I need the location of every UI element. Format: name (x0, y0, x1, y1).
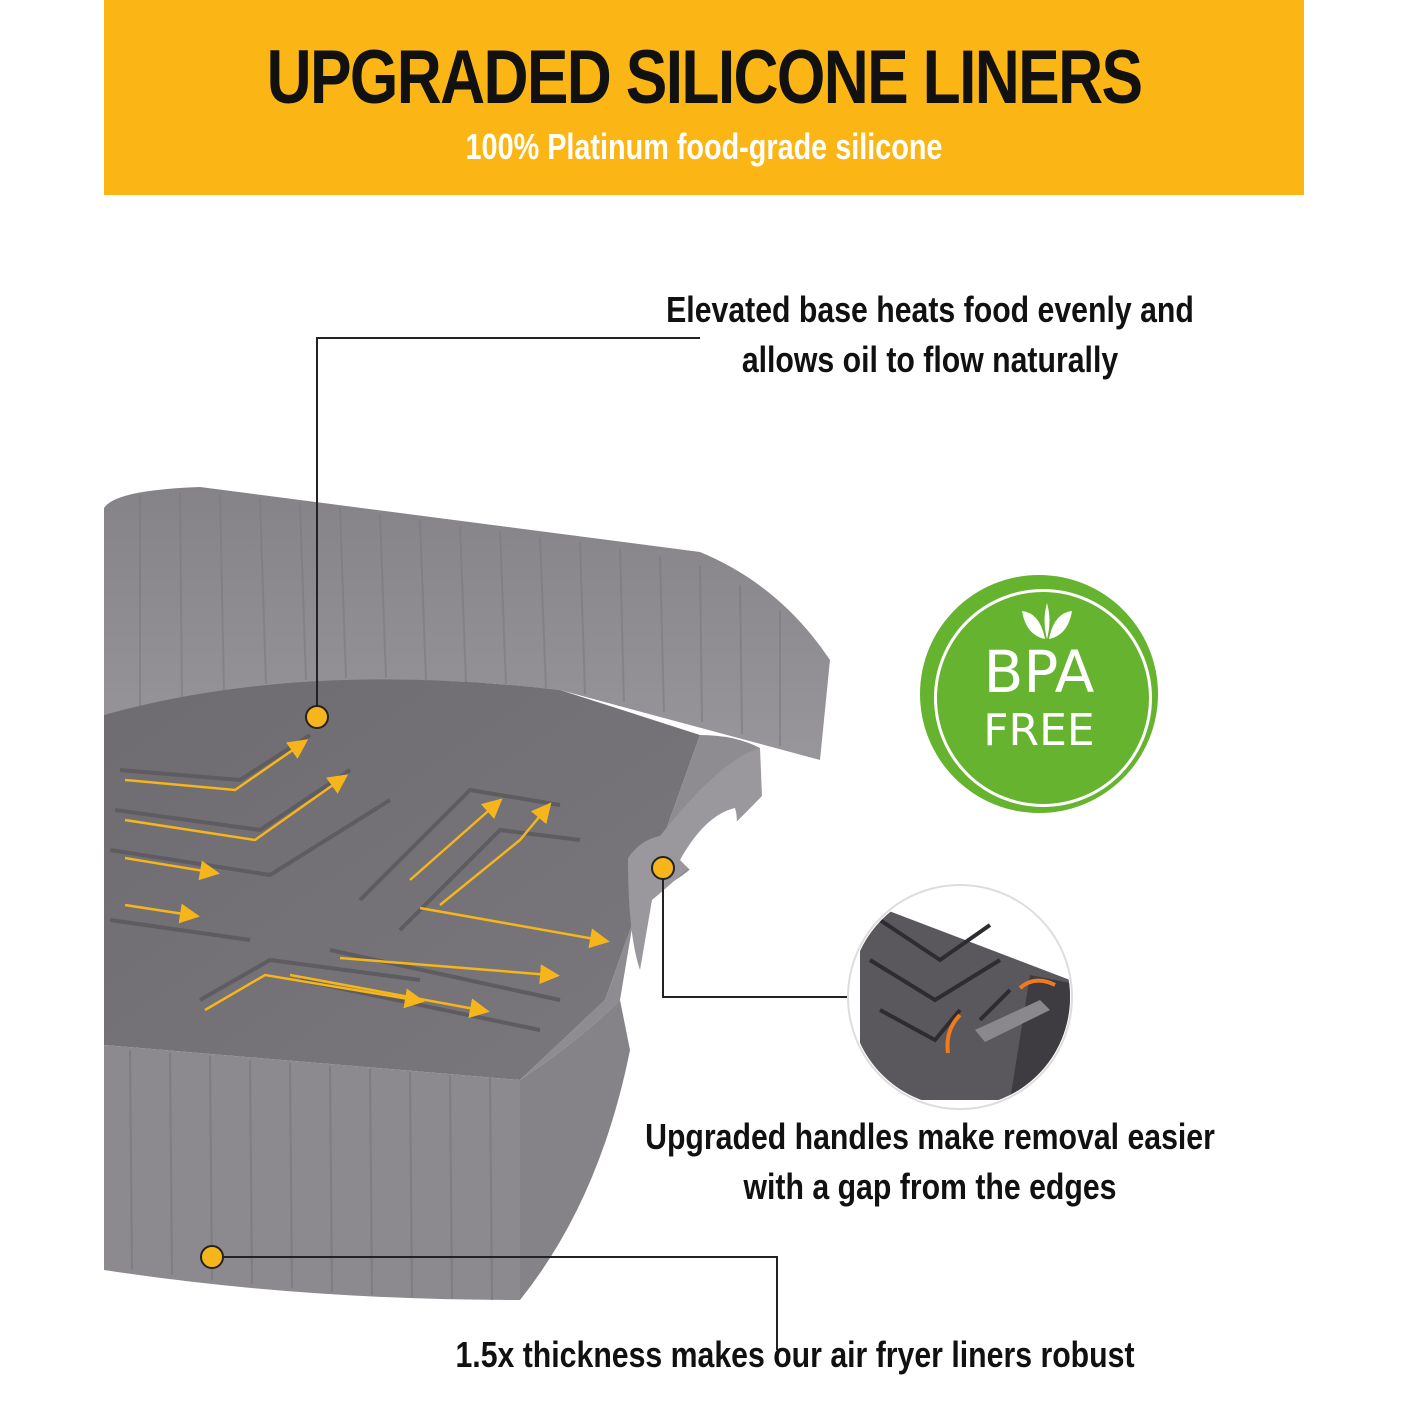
callout-base-line-2: allows oil to flow naturally (741, 339, 1119, 381)
callout-thickness: 1.5x thickness makes our air fryer liner… (455, 1334, 1135, 1375)
callout-elevated-base: Elevated base heats food evenly and allo… (619, 285, 1241, 386)
banner-title: UPGRADED SILICONE LINERS (266, 35, 1143, 120)
front-ridges (129, 1049, 493, 1301)
handle-hole (680, 808, 737, 880)
callout-handles-line-1: Upgraded handles make removal easier (645, 1116, 1215, 1157)
liner-front-wall (104, 1045, 520, 1300)
liner-back-wall (104, 487, 830, 760)
callout-handles-line-2: with a gap from the edges (743, 1166, 1117, 1208)
marker-dot-thickness (200, 1245, 224, 1269)
handle-detail-inset (847, 884, 1073, 1110)
leaf-icon (1022, 603, 1072, 639)
badge-fill: BPA FREE (920, 575, 1158, 813)
rim-ridges (139, 491, 781, 746)
floor-channels (109, 733, 581, 1032)
header-banner: UPGRADED SILICONE LINERS 100% Platinum f… (104, 0, 1304, 195)
leader-lines (212, 337, 850, 1350)
flow-arrows (124, 739, 610, 1019)
callout-base-line-1: Elevated base heats food evenly and (666, 289, 1194, 330)
bpa-free-badge: BPA FREE (912, 567, 1166, 821)
liner-right-front-wall (520, 1000, 630, 1300)
banner-subtitle: 100% Platinum food-grade silicone (465, 126, 943, 167)
badge-text-free: FREE (983, 705, 1095, 756)
badge-ring (934, 589, 1152, 807)
marker-dot-handle (651, 856, 675, 880)
marker-dot-base (305, 705, 329, 729)
badge-text-bpa: BPA (983, 638, 1095, 706)
callout-upgraded-handles: Upgraded handles make removal easier wit… (602, 1112, 1257, 1213)
